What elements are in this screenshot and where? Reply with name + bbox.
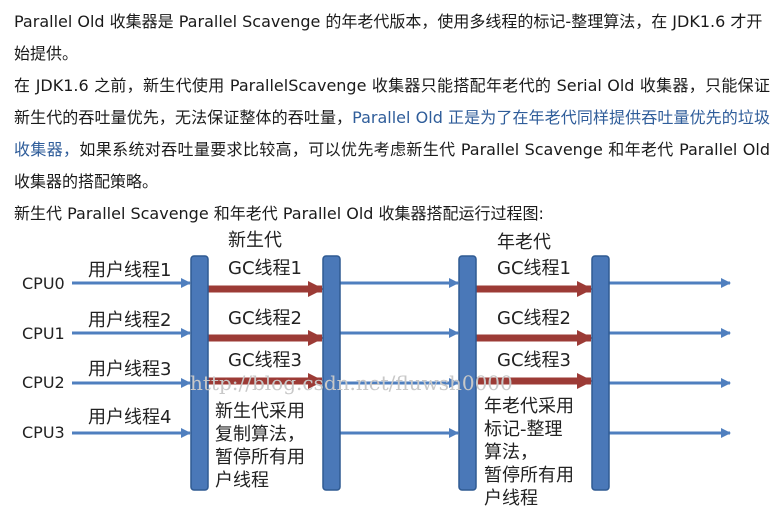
old-gen-note-line: 户线程 [484,488,538,509]
cpu-label: CPU1 [22,324,65,343]
old-gen-note-line: 年老代采用 [484,396,574,417]
young-gen-title: 新生代 [228,230,282,251]
old-gc-thread-label: GC线程1 [497,258,571,279]
intro-paragraph: Parallel Old 收集器是 Parallel Scavenge 的年老代… [14,12,763,63]
young-gen-note-line: 新生代采用 [215,401,305,422]
old-gen-note-line: 算法， [484,442,538,463]
user-thread-label: 用户线程2 [88,310,171,331]
old-gen-title: 年老代 [497,232,551,253]
old-gen-note-line: 暂停所有用 [484,465,574,486]
safepoint-bar-young-end [322,255,341,491]
user-thread-label: 用户线程3 [88,359,171,380]
old-gc-thread-label: GC线程2 [497,308,571,329]
young-gc-thread-label: GC线程1 [228,258,302,279]
young-gen-note-line: 复制算法， [215,424,305,445]
background-text: 在 JDK1.6 之前，新生代使用 ParallelScavenge 收集器只能… [14,76,770,127]
highlight-text: Parallel Old 正是为了在年老代同样提供吞吐量优先的垃圾收集器， [14,108,770,159]
old-gc-thread-label: GC线程3 [497,350,571,371]
safepoint-bar-young-start [190,255,209,491]
watermark: http://blog.csdn.net/fluwsh0000 [190,371,513,395]
user-thread-label: 用户线程1 [88,260,171,281]
diagram-caption: 新生代 Parallel Scavenge 和年老代 Parallel Old … [14,204,544,223]
young-gen-note-line: 暂停所有用 [215,447,305,468]
old-gen-note-line: 标记-整理 [484,419,563,440]
cpu-label: CPU0 [22,274,65,293]
young-gc-thread-label: GC线程2 [228,308,302,329]
safepoint-bar-old-start [458,255,477,491]
background-paragraph: 在 JDK1.6 之前，新生代使用 ParallelScavenge 收集器只能… [14,70,770,198]
young-gc-thread-label: GC线程3 [228,350,302,371]
cpu-label: CPU3 [22,423,65,442]
safepoint-bar-old-end [591,255,610,491]
user-thread-label: 用户线程4 [88,407,171,428]
young-gen-note-line: 户线程 [215,470,269,491]
recommendation-text: 如果系统对吞吐量要求比较高，可以优先考虑新生代 Parallel Scaveng… [14,140,770,191]
cpu-label: CPU2 [22,373,65,392]
